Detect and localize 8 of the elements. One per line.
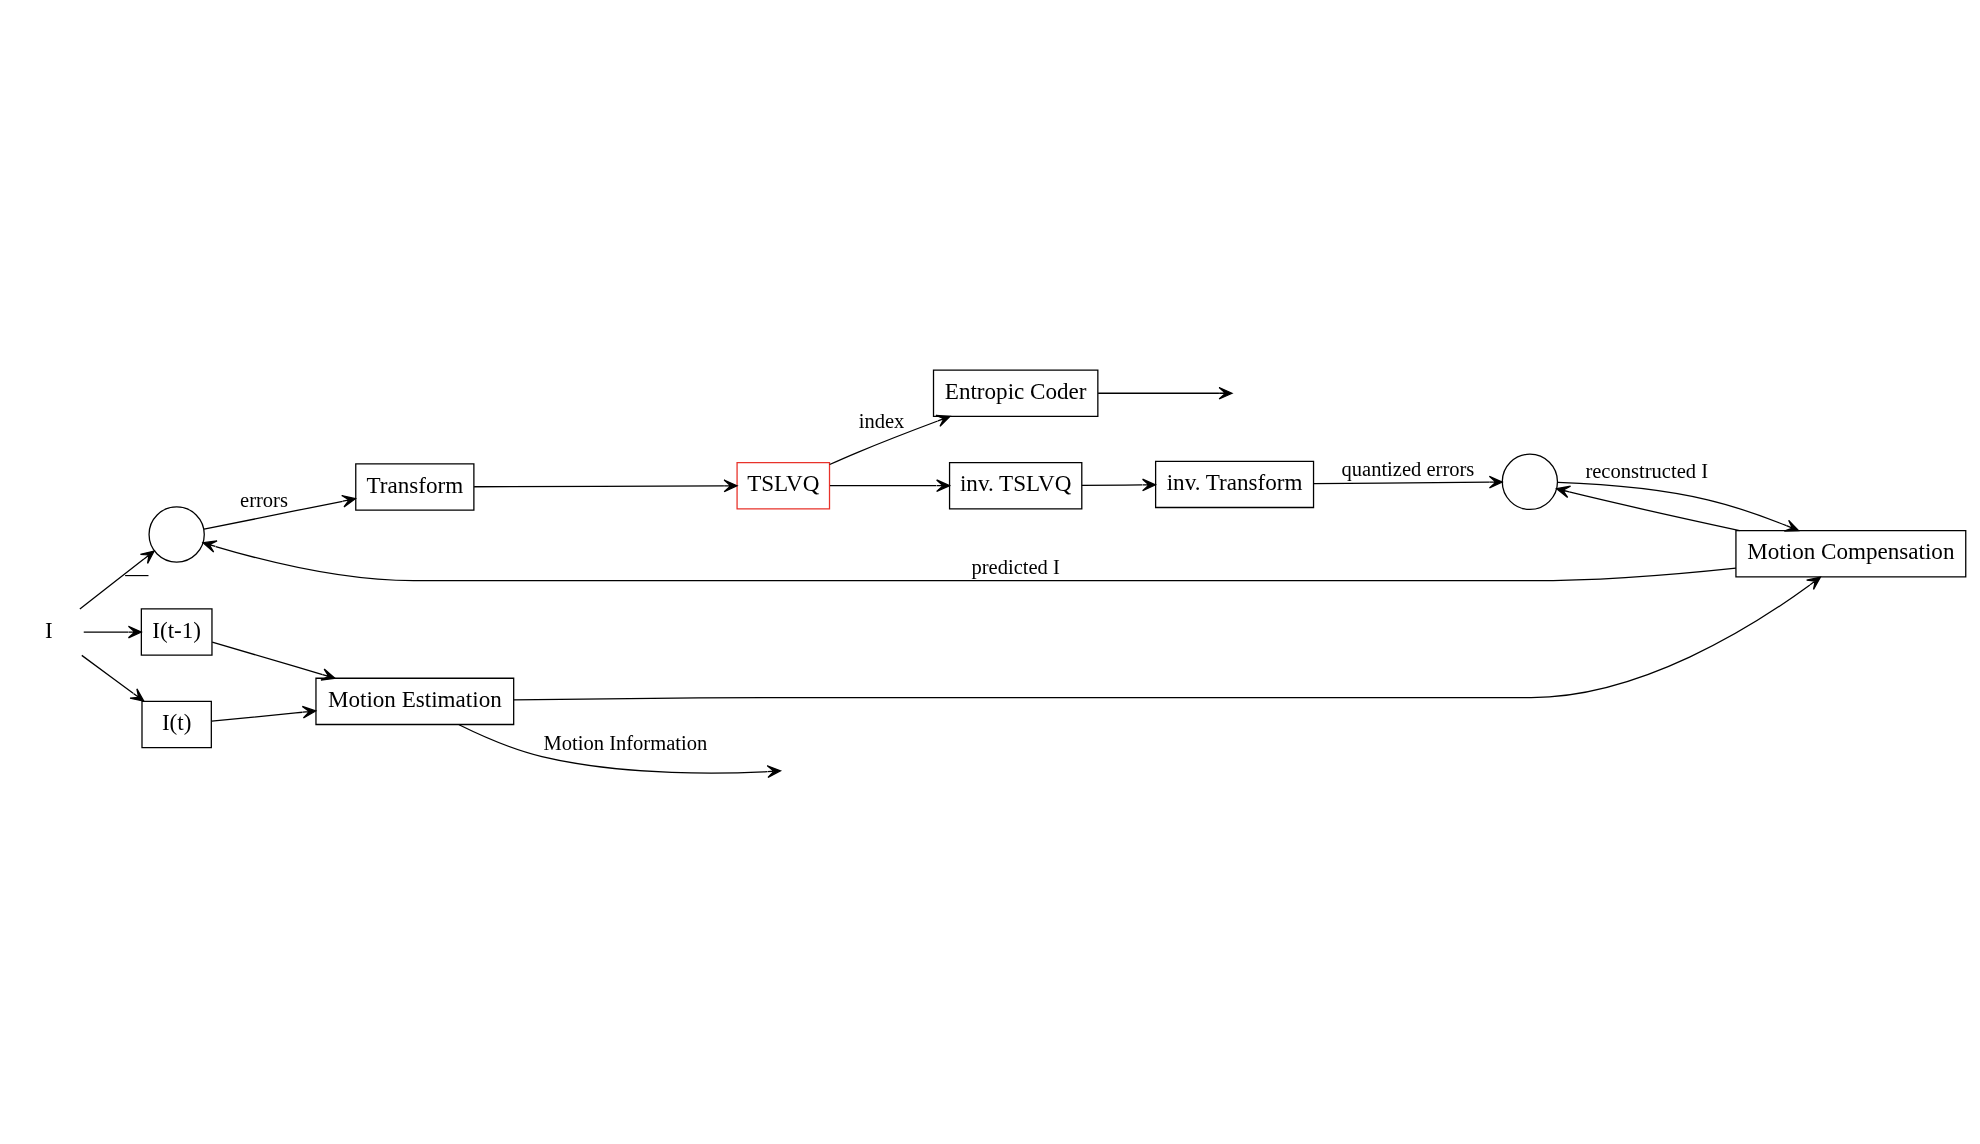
- edge-label: predicted I: [971, 556, 1060, 579]
- edge-label: errors: [240, 489, 288, 512]
- edge-label: Motion Information: [543, 731, 708, 754]
- edge-label: reconstructed I: [1585, 459, 1708, 482]
- edge-label: index: [858, 409, 905, 432]
- node-text: I: [45, 616, 53, 643]
- node-label: —: [125, 559, 149, 586]
- edge-label: quantized errors: [1341, 458, 1475, 481]
